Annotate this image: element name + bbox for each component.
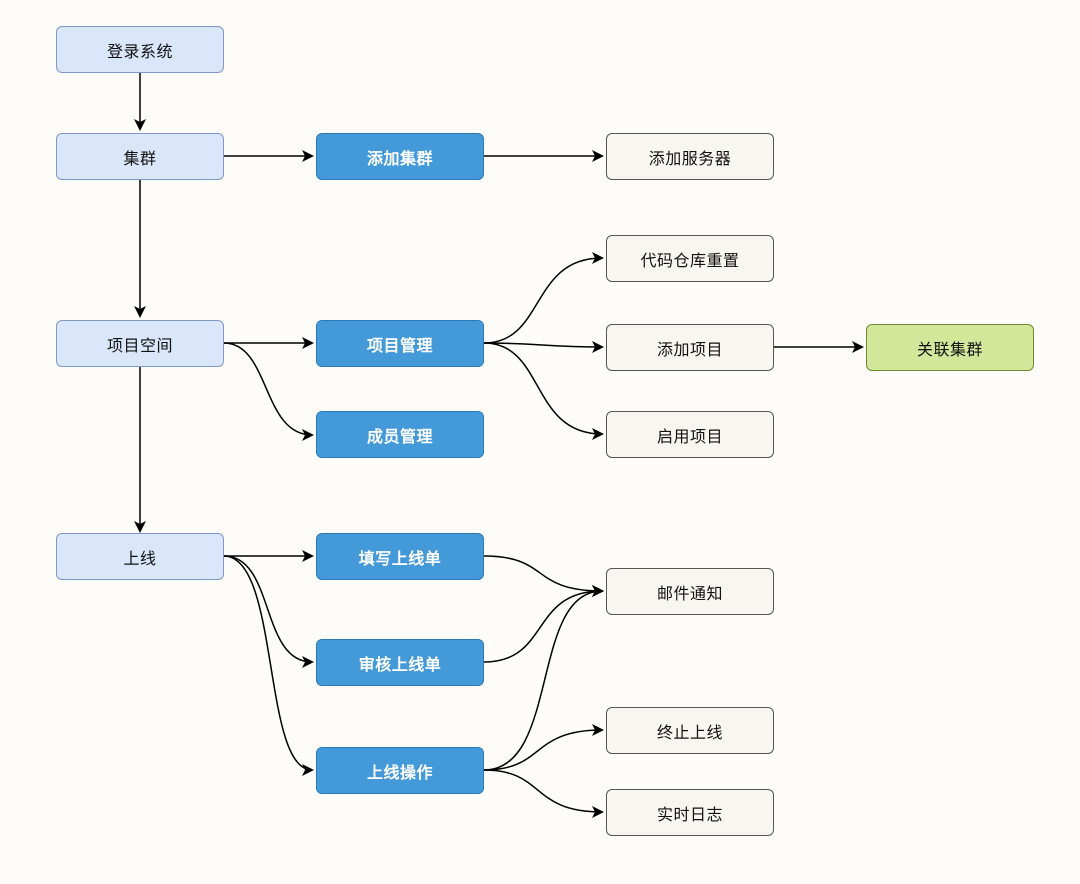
edge-release-to-operation	[223, 555, 314, 776]
node-release[interactable]: 上线	[56, 533, 224, 580]
edge-project-manage-to-enable-project	[483, 342, 604, 440]
node-realtime-log-label: 实时日志	[656, 804, 723, 824]
node-fill-release-form-label: 填写上线单	[358, 548, 442, 568]
node-realtime-log[interactable]: 实时日志	[606, 789, 774, 836]
node-link-cluster-label: 关联集群	[916, 339, 983, 359]
node-fill-release-form[interactable]: 填写上线单	[316, 533, 484, 580]
node-add-cluster[interactable]: 添加集群	[316, 133, 484, 180]
node-release-label: 上线	[123, 548, 157, 568]
node-member-manage-label: 成员管理	[366, 426, 433, 446]
node-review-release-form[interactable]: 审核上线单	[316, 639, 484, 686]
node-project-space[interactable]: 项目空间	[56, 320, 224, 367]
node-email-notify[interactable]: 邮件通知	[606, 568, 774, 615]
node-add-server[interactable]: 添加服务器	[606, 133, 774, 180]
node-project-manage-label: 项目管理	[366, 335, 433, 355]
node-member-manage[interactable]: 成员管理	[316, 411, 484, 458]
node-release-operation[interactable]: 上线操作	[316, 747, 484, 794]
edge-fill-form-to-email	[483, 555, 604, 597]
node-link-cluster[interactable]: 关联集群	[866, 324, 1034, 371]
edge-operation-to-email	[483, 585, 604, 771]
node-review-release-form-label: 审核上线单	[358, 654, 442, 674]
node-project-manage[interactable]: 项目管理	[316, 320, 484, 367]
edge-project-space-to-member-manage	[223, 342, 314, 441]
node-login-label: 登录系统	[106, 41, 173, 61]
edge-review-form-to-email	[483, 585, 604, 663]
node-add-project[interactable]: 添加项目	[606, 324, 774, 371]
node-login[interactable]: 登录系统	[56, 26, 224, 73]
node-release-operation-label: 上线操作	[366, 762, 433, 782]
node-repo-reset[interactable]: 代码仓库重置	[606, 235, 774, 282]
node-enable-project[interactable]: 启用项目	[606, 411, 774, 458]
edge-project-manage-to-repo-reset	[483, 252, 604, 344]
node-add-cluster-label: 添加集群	[366, 148, 433, 168]
node-cluster[interactable]: 集群	[56, 133, 224, 180]
node-terminate-release[interactable]: 终止上线	[606, 707, 774, 754]
node-repo-reset-label: 代码仓库重置	[640, 250, 740, 270]
node-enable-project-label: 启用项目	[656, 426, 723, 446]
edge-operation-to-log	[483, 769, 604, 818]
edge-operation-to-terminate	[483, 724, 604, 771]
node-terminate-release-label: 终止上线	[656, 722, 723, 742]
node-email-notify-label: 邮件通知	[656, 583, 723, 603]
edge-project-manage-to-add-project	[483, 340, 604, 353]
node-add-server-label: 添加服务器	[648, 148, 732, 168]
edge-release-to-review-form	[223, 555, 314, 668]
node-cluster-label: 集群	[123, 148, 157, 168]
node-project-space-label: 项目空间	[106, 335, 173, 355]
node-add-project-label: 添加项目	[656, 339, 723, 359]
